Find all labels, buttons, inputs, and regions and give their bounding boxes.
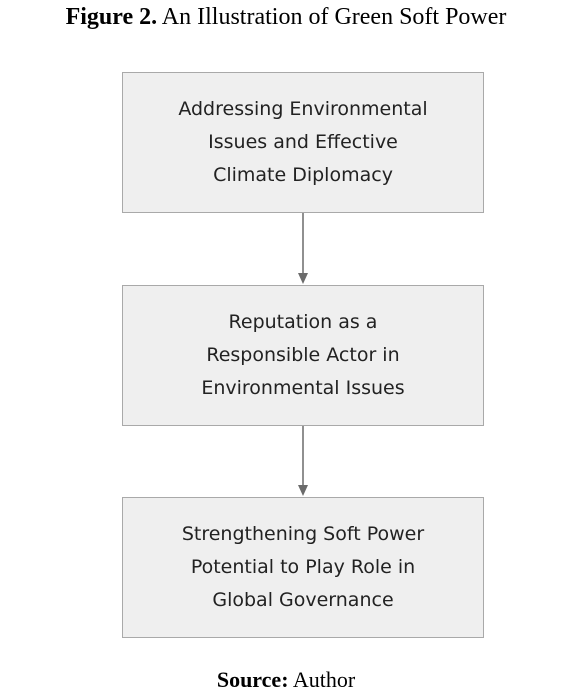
node-line: Strengthening Soft Power [181,523,425,545]
source-label: Source: [216,667,289,692]
arrow-1-to-2 [298,213,308,284]
arrow-head-icon [298,485,308,496]
flow-node-environmental-issues: Addressing Environmental Issues and Effe… [122,72,484,213]
node-line: Environmental Issues [201,377,405,399]
flow-node-soft-power: Strengthening Soft Power Potential to Pl… [122,497,484,638]
node-line: Reputation as a [228,311,378,333]
node-line: Potential to Play Role in [190,556,416,578]
arrow-head-icon [298,273,308,284]
node-line: Global Governance [212,589,394,611]
node-line: Climate Diplomacy [213,164,393,186]
node-line: Issues and Effective [208,131,398,153]
arrow-2-to-3 [298,426,308,496]
figure-label: Figure 2. [65,4,158,30]
node-line: Responsible Actor in [206,344,400,366]
source-value: Author [288,667,356,692]
flow-node-reputation: Reputation as a Responsible Actor in Env… [122,285,484,426]
figure-title: Figure 2. An Illustration of Green Soft … [0,4,572,31]
figure-source: Source: Author [0,667,572,693]
node-line: Addressing Environmental [178,98,428,120]
figure-caption: An Illustration of Green Soft Power [157,4,507,30]
